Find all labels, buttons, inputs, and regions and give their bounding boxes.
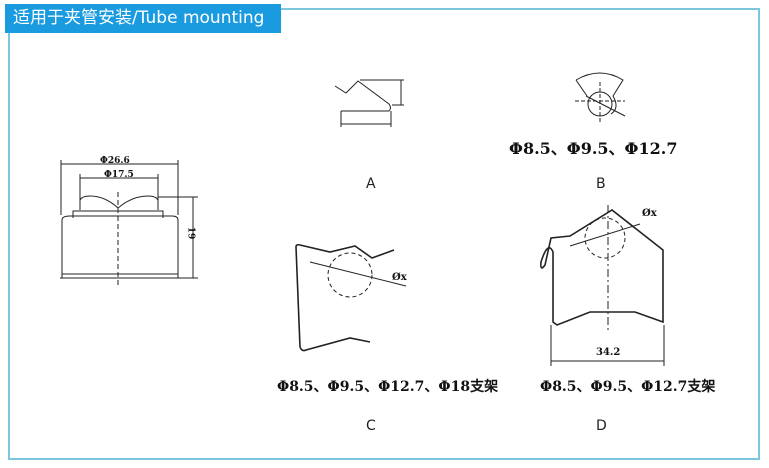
clip-b-drawing	[575, 72, 626, 124]
section-header: 适用于夹管安装/Tube mounting	[5, 4, 281, 33]
dim-d-diameter: Øx	[642, 208, 657, 219]
dim-c-diameter: Øx	[392, 272, 407, 283]
cap-drawing	[60, 160, 198, 286]
figure-label-d: D	[596, 418, 607, 434]
clip-c-drawing	[295, 243, 407, 352]
dim-d-width: 34.2	[596, 347, 621, 358]
spec-b: Φ8.5、Φ9.5、Φ12.7	[509, 139, 678, 158]
dim-inner-diameter: Φ17.5	[104, 170, 134, 180]
clip-a-drawing	[334, 79, 404, 127]
dim-outer-diameter: Φ26.6	[100, 156, 130, 166]
spec-c: Φ8.5、Φ9.5、Φ12.7、Φ18支架	[277, 379, 499, 395]
diagram-frame	[8, 8, 760, 460]
figure-label-a: A	[366, 176, 376, 192]
clip-d-drawing	[540, 205, 665, 366]
spec-d: Φ8.5、Φ9.5、Φ12.7支架	[540, 379, 716, 395]
figure-label-c: C	[366, 418, 376, 434]
dim-height: 19	[185, 226, 196, 240]
figure-label-b: B	[596, 176, 606, 192]
frame-top-border	[280, 8, 760, 10]
